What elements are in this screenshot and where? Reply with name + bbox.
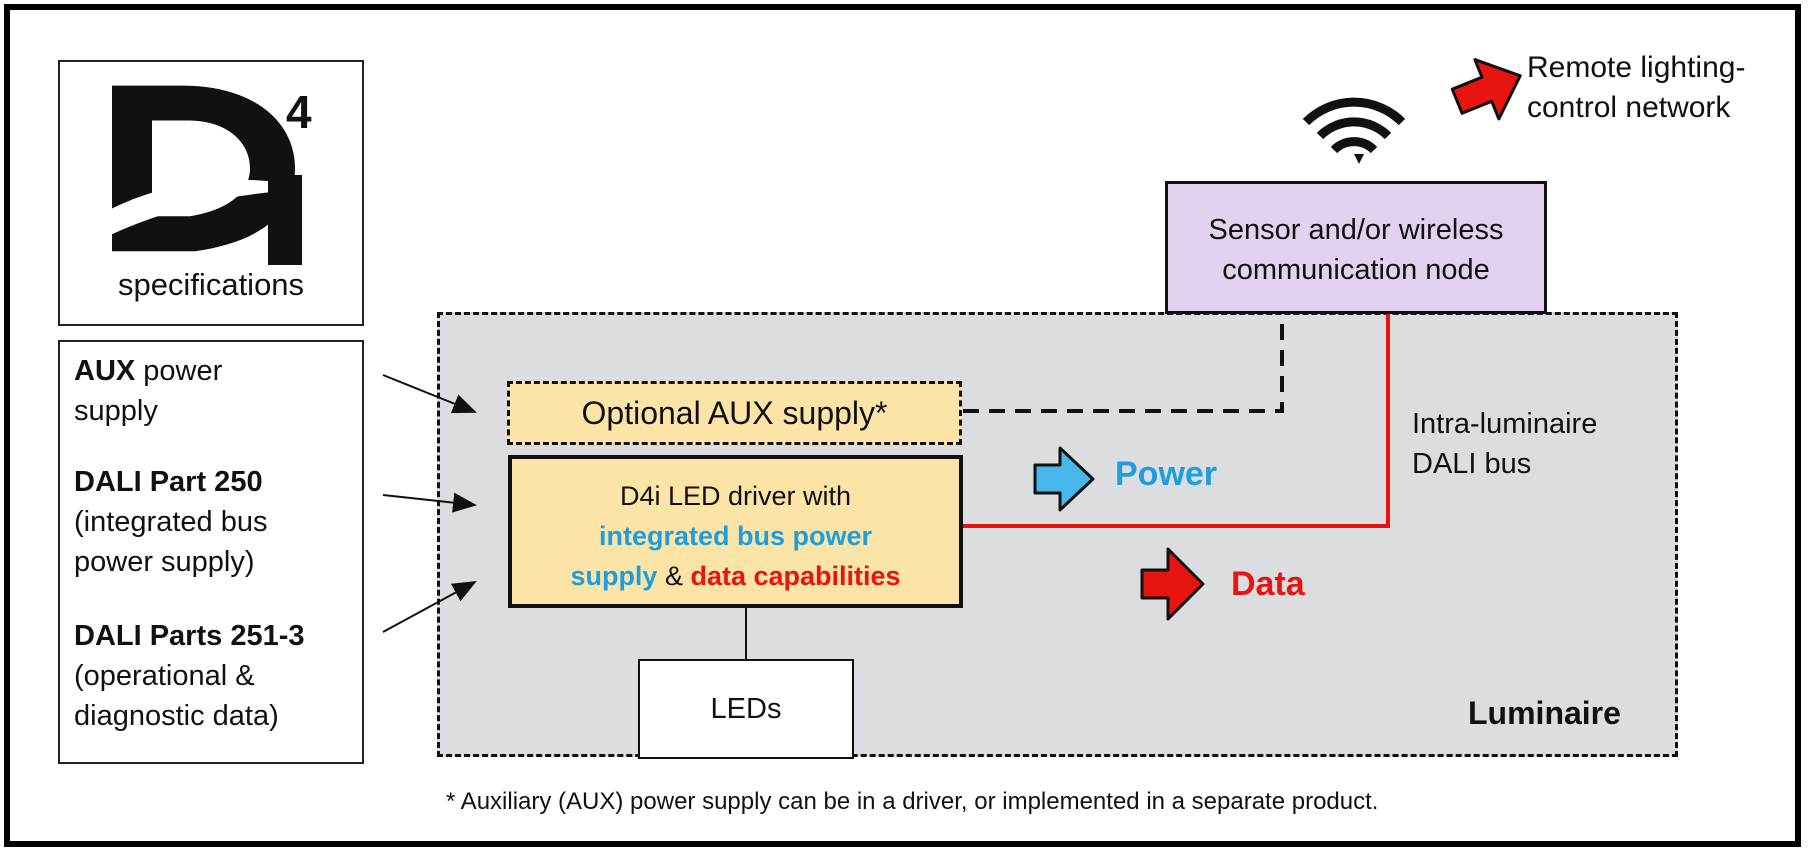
spec-part251-line2: diagnostic data) bbox=[74, 700, 279, 732]
spec-part251-bold: DALI Parts 251-3 bbox=[74, 620, 305, 652]
wifi-dot bbox=[1354, 154, 1364, 164]
spec-part250-line1: (integrated bus bbox=[74, 506, 268, 538]
power-arrow-icon bbox=[1033, 446, 1095, 512]
leds-label: LEDs bbox=[710, 692, 782, 725]
d4i-led-driver-box: D4i LED driver with integrated bus power… bbox=[508, 455, 963, 608]
data-label: Data bbox=[1231, 565, 1305, 603]
luminaire-label: Luminaire bbox=[1468, 695, 1621, 731]
bus-label-line1: Intra-luminaire bbox=[1412, 408, 1598, 440]
remote-label-line2: control network bbox=[1527, 91, 1731, 124]
d4i-logo-icon: 4 bbox=[100, 85, 315, 265]
spec-item-part251: DALI Parts 251-3 (operational & diagnost… bbox=[74, 616, 359, 736]
diagram-frame bbox=[4, 4, 1801, 847]
driver-amp: & bbox=[657, 561, 691, 591]
leds-box: LEDs bbox=[638, 659, 854, 759]
dali-bus-line bbox=[963, 314, 1390, 528]
spec-part250-bold: DALI Part 250 bbox=[74, 466, 263, 498]
part251-pointer-arrow bbox=[382, 581, 477, 633]
bus-label-line2: DALI bus bbox=[1412, 448, 1532, 480]
driver-blue-text2: supply bbox=[570, 561, 658, 591]
footnote: * Auxiliary (AUX) power supply can be in… bbox=[446, 788, 1379, 815]
sensor-line1: Sensor and/or wireless bbox=[1208, 214, 1504, 246]
logo-caption: specifications bbox=[117, 267, 305, 302]
d4i-logo-box: 4 specifications bbox=[58, 60, 364, 326]
driver-blue-text1: integrated bus power bbox=[598, 521, 873, 551]
power-label: Power bbox=[1115, 455, 1218, 493]
wifi-icon bbox=[1302, 97, 1406, 154]
spec-aux-line1: power bbox=[135, 355, 223, 387]
dali-bus-label: Intra-luminaire DALI bus bbox=[1412, 404, 1597, 484]
spec-list-box: AUX power supply DALI Part 250 (integrat… bbox=[58, 340, 364, 764]
spec-item-aux: AUX power supply bbox=[74, 351, 359, 431]
remote-network-arrow-icon bbox=[1450, 58, 1522, 121]
sensor-line2: communication node bbox=[1222, 254, 1490, 286]
aux-pointer-arrow bbox=[382, 374, 477, 414]
spec-item-part250: DALI Part 250 (integrated bus power supp… bbox=[74, 462, 359, 582]
aux-box-label: Optional AUX supply* bbox=[581, 394, 888, 431]
remote-network-label: Remote lighting- control network bbox=[1527, 48, 1745, 128]
driver-line1: D4i LED driver with bbox=[619, 481, 852, 511]
data-arrow-icon bbox=[1140, 547, 1205, 621]
sensor-node-box: Sensor and/or wireless communication nod… bbox=[1165, 181, 1547, 314]
spec-aux-line2: supply bbox=[74, 395, 158, 427]
spec-aux-bold: AUX bbox=[74, 355, 136, 387]
driver-red-text: data capabilities bbox=[690, 561, 901, 591]
optional-aux-supply-box: Optional AUX supply* bbox=[507, 381, 962, 445]
spec-part250-line2: power supply) bbox=[74, 546, 255, 578]
part250-pointer-arrow bbox=[382, 492, 477, 513]
remote-label-line1: Remote lighting- bbox=[1527, 51, 1746, 84]
aux-dashed-connection bbox=[963, 314, 1284, 413]
spec-part251-line1: (operational & bbox=[74, 660, 255, 692]
logo-superscript: 4 bbox=[286, 86, 312, 138]
